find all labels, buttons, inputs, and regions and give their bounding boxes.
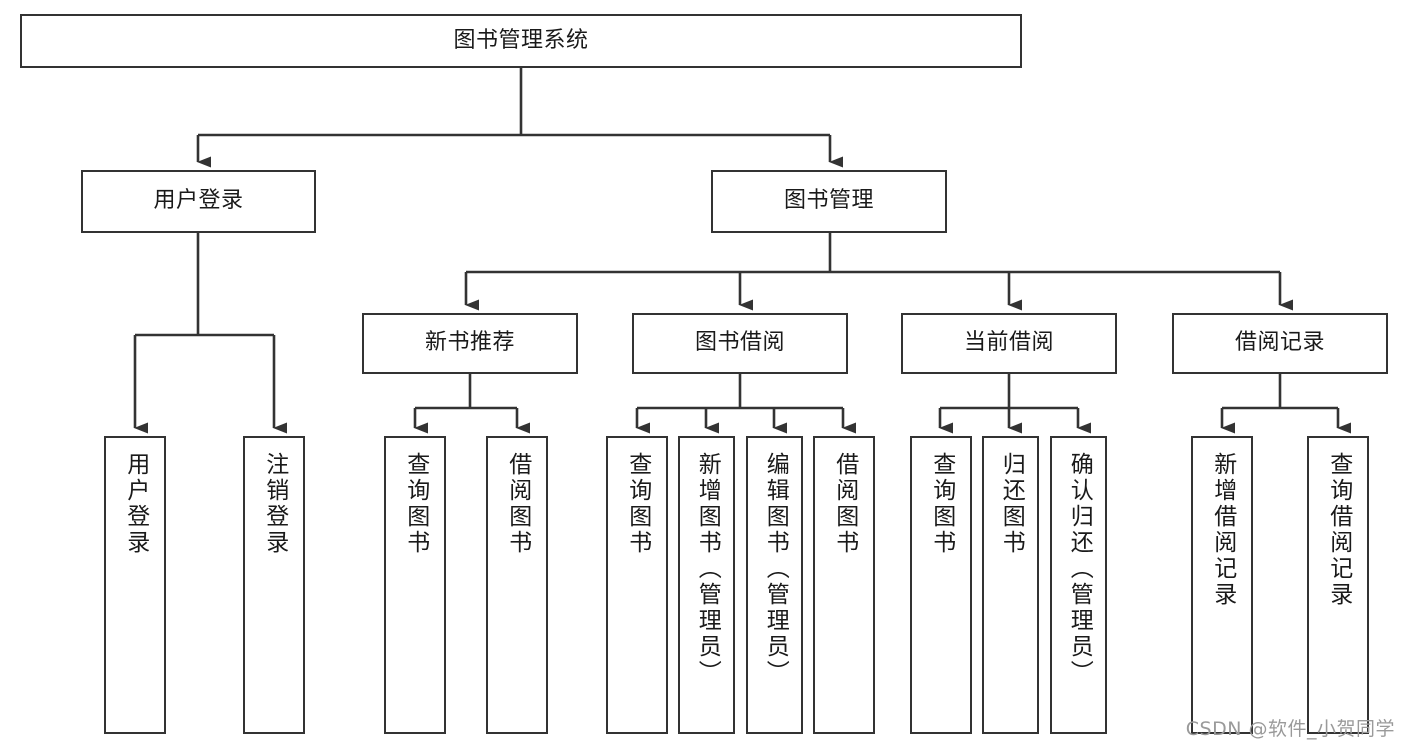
node-leaf-borrow-book-1[interactable]: 借阅图书 (486, 436, 548, 734)
node-leaf-user-login[interactable]: 用户登录 (104, 436, 166, 734)
node-leaf-return-book-label: 归还图书 (998, 452, 1025, 556)
node-new-book-recommend[interactable]: 新书推荐 (362, 313, 578, 374)
node-leaf-user-login-label: 用户登录 (122, 452, 149, 556)
node-book-management[interactable]: 图书管理 (711, 170, 947, 233)
node-leaf-borrow-book-1-label: 借阅图书 (504, 452, 531, 556)
watermark-text: CSDN @软件_小贺同学 (1185, 718, 1395, 740)
node-user-login[interactable]: 用户登录 (81, 170, 316, 233)
node-leaf-add-book-label: 新增图书（管理员） (694, 452, 721, 686)
node-leaf-query-record-label: 查询借阅记录 (1325, 452, 1352, 608)
node-root[interactable]: 图书管理系统 (20, 14, 1022, 68)
node-book-management-label: 图书管理 (783, 188, 874, 214)
node-leaf-add-book[interactable]: 新增图书（管理员） (678, 436, 735, 734)
node-leaf-query-book-2-label: 查询图书 (624, 452, 651, 556)
node-leaf-confirm-return-label: 确认归还（管理员） (1066, 452, 1093, 686)
node-leaf-borrow-book-2[interactable]: 借阅图书 (813, 436, 875, 734)
node-book-borrow-label: 图书借阅 (694, 330, 785, 356)
node-leaf-query-book-1-label: 查询图书 (402, 452, 429, 556)
node-user-login-label: 用户登录 (153, 188, 244, 214)
node-leaf-edit-book-label: 编辑图书（管理员） (762, 452, 789, 686)
node-leaf-query-record[interactable]: 查询借阅记录 (1307, 436, 1369, 734)
node-current-borrow-label: 当前借阅 (963, 330, 1054, 356)
node-borrow-record-label: 借阅记录 (1234, 330, 1325, 356)
node-leaf-confirm-return[interactable]: 确认归还（管理员） (1050, 436, 1107, 734)
node-new-book-recommend-label: 新书推荐 (424, 330, 515, 356)
node-root-label: 图书管理系统 (453, 27, 589, 53)
node-leaf-add-record-label: 新增借阅记录 (1209, 452, 1236, 608)
node-leaf-query-book-2[interactable]: 查询图书 (606, 436, 668, 734)
node-leaf-return-book[interactable]: 归还图书 (982, 436, 1039, 734)
node-leaf-query-book-1[interactable]: 查询图书 (384, 436, 446, 734)
node-leaf-query-book-3-label: 查询图书 (928, 452, 955, 556)
node-leaf-edit-book[interactable]: 编辑图书（管理员） (746, 436, 803, 734)
node-leaf-logout-login-label: 注销登录 (261, 452, 288, 556)
node-book-borrow[interactable]: 图书借阅 (632, 313, 848, 374)
node-leaf-borrow-book-2-label: 借阅图书 (831, 452, 858, 556)
node-leaf-add-record[interactable]: 新增借阅记录 (1191, 436, 1253, 734)
node-leaf-logout-login[interactable]: 注销登录 (243, 436, 305, 734)
node-borrow-record[interactable]: 借阅记录 (1172, 313, 1388, 374)
node-current-borrow[interactable]: 当前借阅 (901, 313, 1117, 374)
node-leaf-query-book-3[interactable]: 查询图书 (910, 436, 972, 734)
